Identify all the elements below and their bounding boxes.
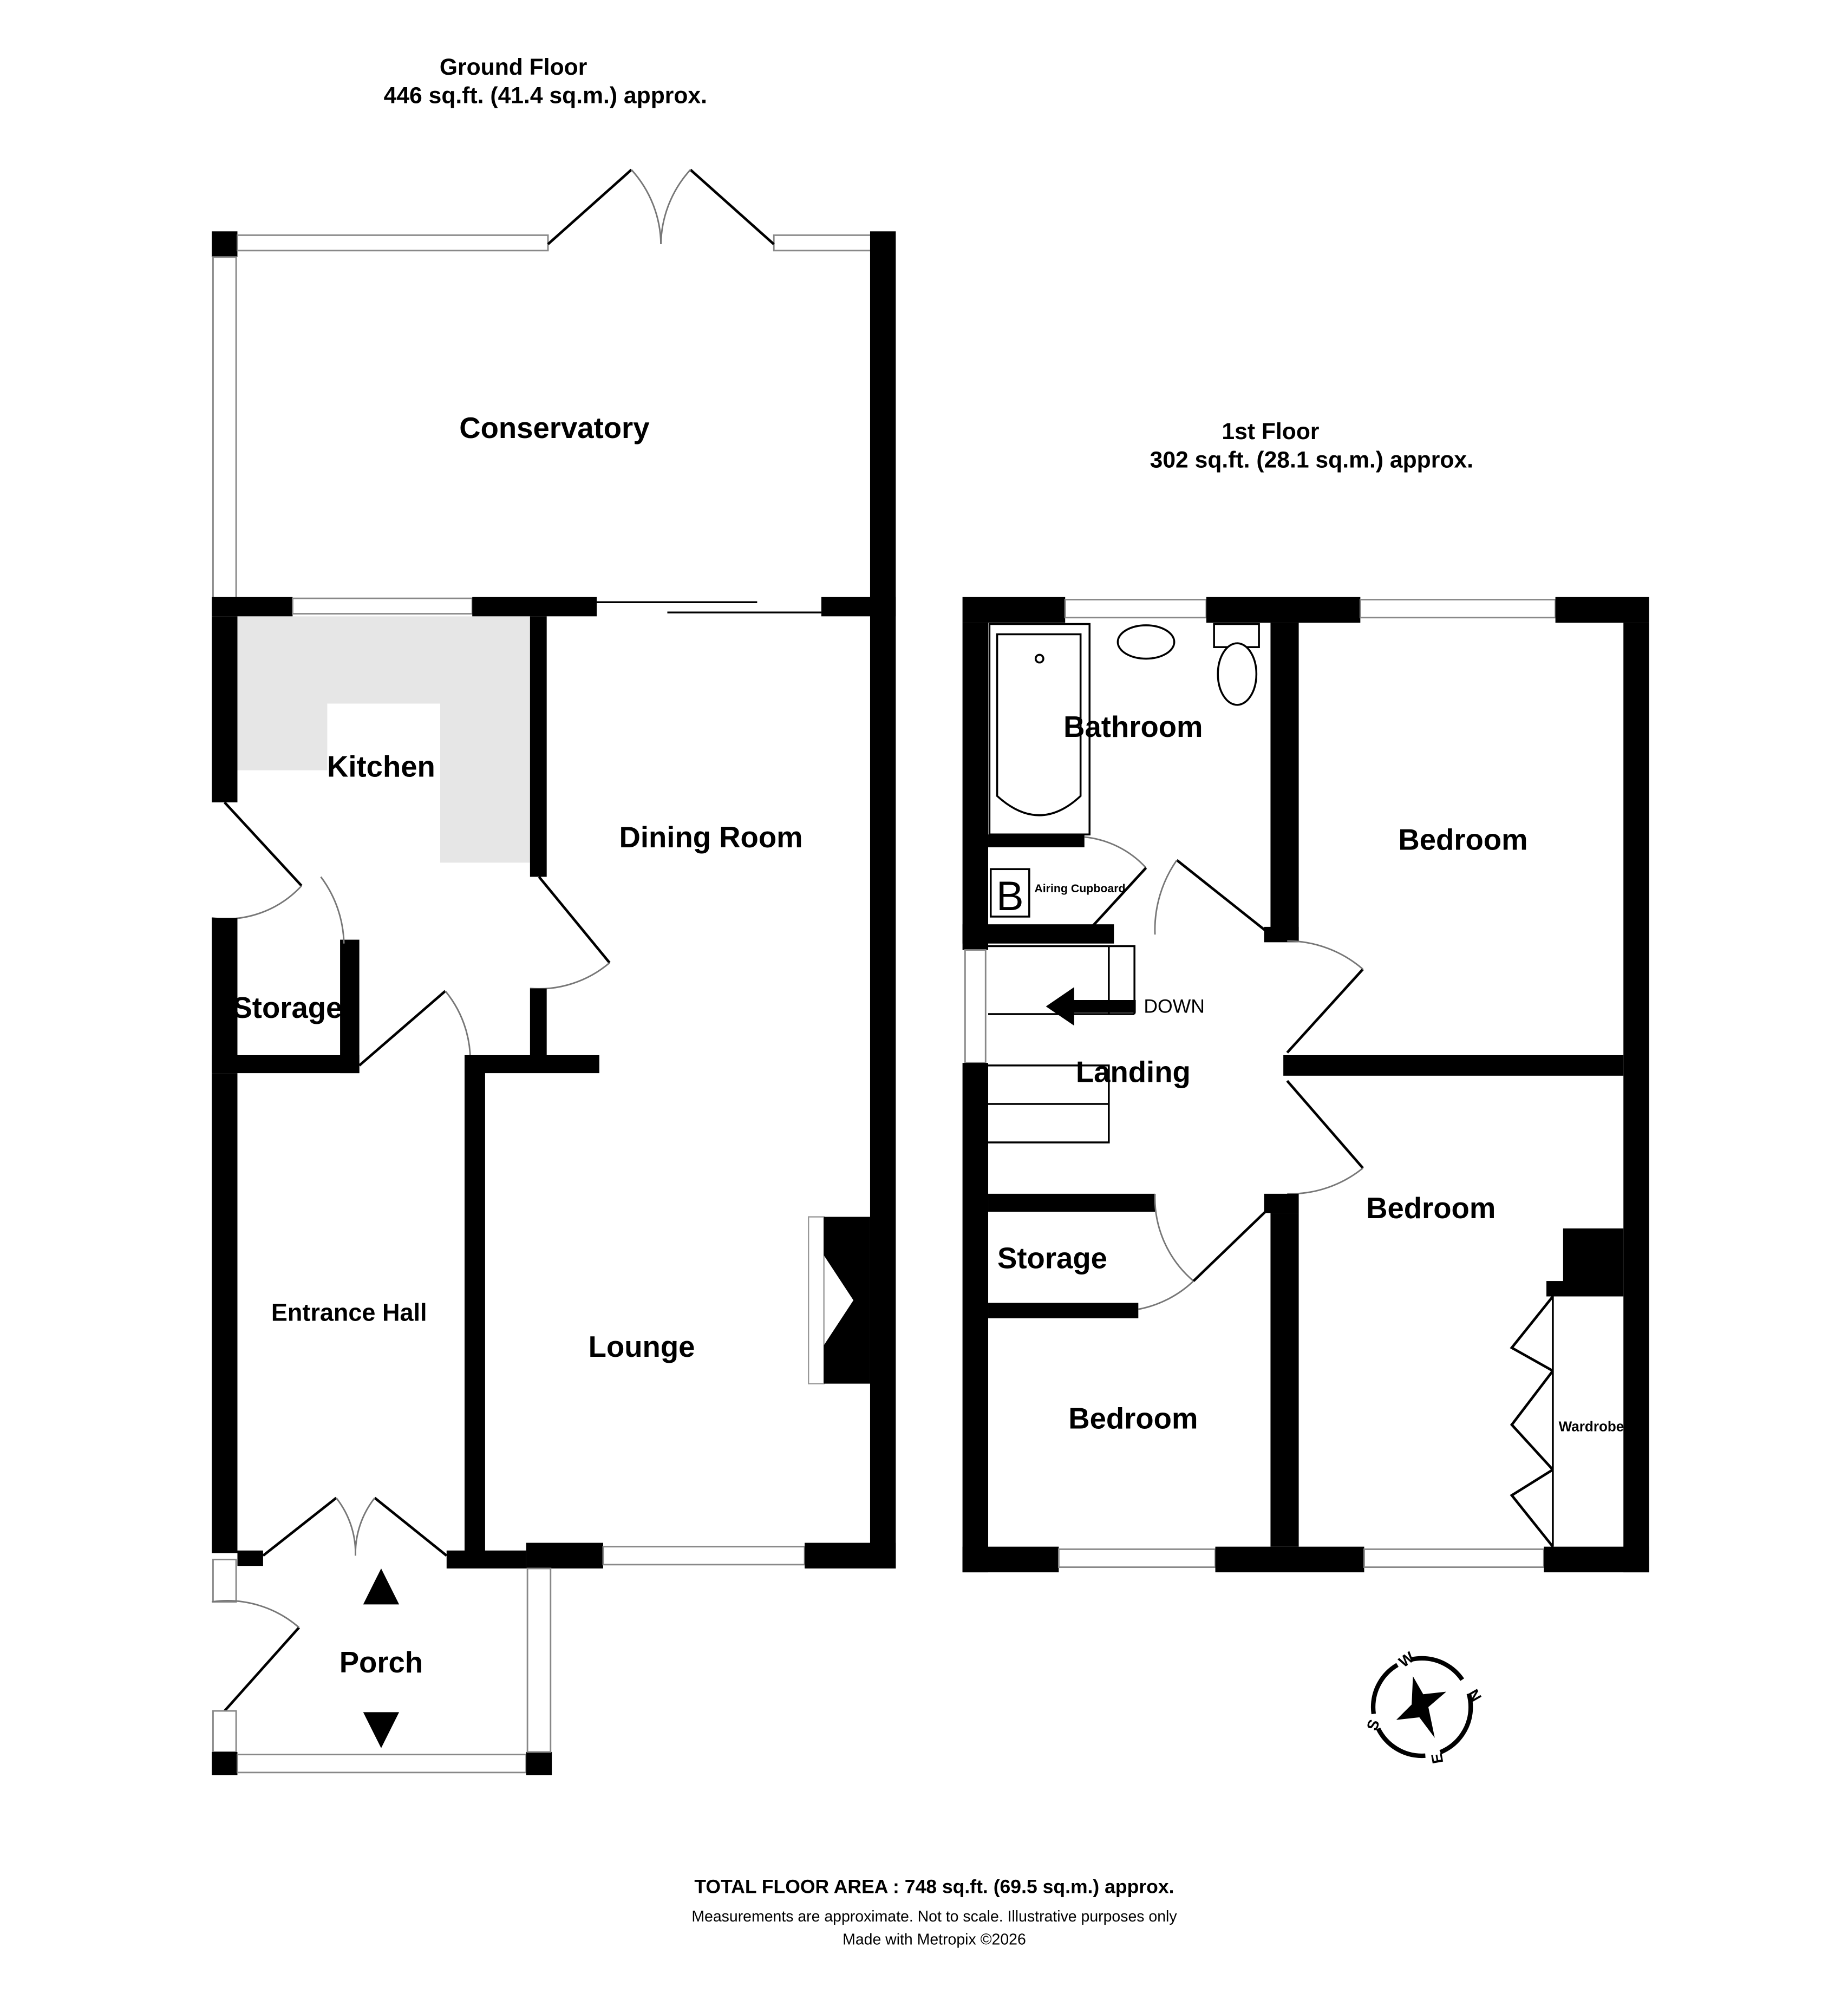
room-label-lounge: Lounge xyxy=(589,1330,695,1363)
room-label-landing: Landing xyxy=(1076,1056,1191,1089)
staircase xyxy=(988,945,1135,1143)
window xyxy=(1363,1548,1545,1568)
french-doors xyxy=(547,168,775,245)
room-label-bedroom: Bedroom xyxy=(1068,1402,1198,1435)
compass-w: W xyxy=(1396,1649,1418,1671)
arrow-up-icon xyxy=(363,1568,400,1605)
window xyxy=(212,1558,237,1603)
window xyxy=(1359,599,1557,619)
first-floor-title: 1st Floor xyxy=(1222,419,1319,445)
ground-floor-area: 446 sq.ft. (41.4 sq.m.) approx. xyxy=(384,82,707,108)
disclaimer: Measurements are approximate. Not to sca… xyxy=(691,1908,1177,1925)
window xyxy=(237,234,549,252)
window xyxy=(602,1546,806,1566)
sink xyxy=(1116,624,1176,660)
compass-e: E xyxy=(1428,1752,1447,1765)
first-floor-area: 302 sq.ft. (28.1 sq.m.) approx. xyxy=(1150,447,1473,473)
ground-floor-plan: Conservatory Kitchen Dining Room Storage… xyxy=(211,168,896,1775)
window xyxy=(237,1754,527,1774)
room-label-conservatory: Conservatory xyxy=(459,411,650,445)
kitchen-counter xyxy=(237,616,530,863)
compass-icon: W N E S xyxy=(1363,1649,1485,1765)
wardrobe-doors xyxy=(1510,1296,1554,1548)
ground-floor-title: Ground Floor xyxy=(440,54,587,80)
window xyxy=(212,1710,237,1753)
compass-n: N xyxy=(1464,1687,1485,1705)
window xyxy=(1057,1548,1216,1568)
boiler-box xyxy=(989,868,1030,918)
arrow-down-icon xyxy=(363,1712,400,1748)
first-floor-plan: B Airing Cupboard DOWN xyxy=(962,597,1649,1573)
room-label-kitchen: Kitchen xyxy=(327,750,435,783)
window xyxy=(212,256,237,602)
room-label-storage: Storage xyxy=(232,991,342,1024)
total-floor-area: TOTAL FLOOR AREA : 748 sq.ft. (69.5 sq.m… xyxy=(694,1876,1174,1898)
window xyxy=(773,234,878,252)
window xyxy=(1064,599,1207,619)
room-label-entrance-hall: Entrance Hall xyxy=(271,1299,427,1326)
window xyxy=(291,597,473,615)
room-label-wardrobe: Wardrobe xyxy=(1559,1418,1624,1434)
credit: Made with Metropix ©2026 xyxy=(843,1931,1026,1948)
room-label-porch: Porch xyxy=(339,1646,423,1679)
room-label-bathroom: Bathroom xyxy=(1063,710,1203,743)
window xyxy=(526,1567,552,1753)
toilet xyxy=(1213,623,1260,706)
stairs-direction-label: DOWN xyxy=(1144,996,1205,1017)
room-label-dining-room: Dining Room xyxy=(619,821,803,854)
window xyxy=(964,949,987,1064)
room-label-bedroom: Bedroom xyxy=(1398,823,1527,857)
boiler-label: B xyxy=(996,873,1024,919)
fireplace xyxy=(808,1216,870,1384)
arrow-left-icon xyxy=(1046,987,1136,1026)
room-label-airing-cupboard: Airing Cupboard xyxy=(1034,882,1125,895)
room-label-bedroom: Bedroom xyxy=(1366,1192,1496,1225)
bathtub xyxy=(988,623,1091,836)
compass-s: S xyxy=(1363,1717,1383,1733)
room-label-storage: Storage xyxy=(997,1241,1107,1274)
